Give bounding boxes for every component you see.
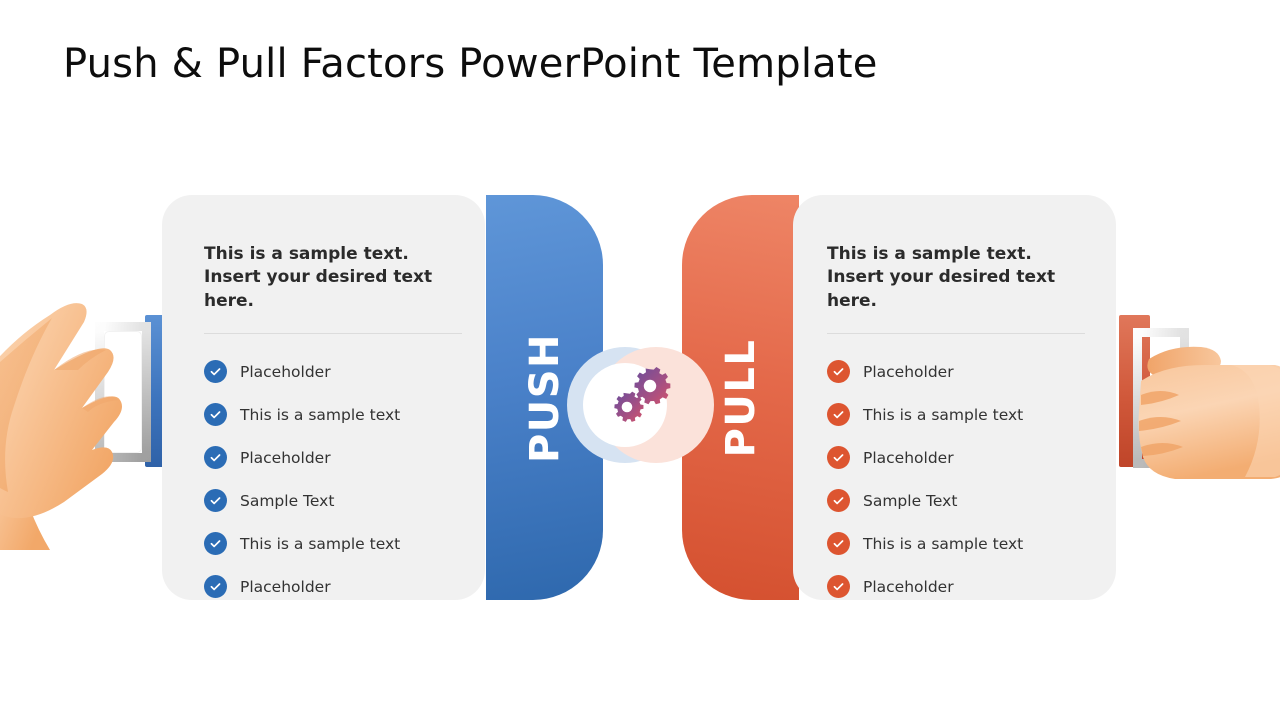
list-item-label: This is a sample text xyxy=(240,534,401,553)
list-item-label: Placeholder xyxy=(863,362,954,381)
pull-label: PULL xyxy=(717,338,764,457)
check-circle-icon xyxy=(827,403,850,427)
push-card-heading: This is a sample text. Insert your desir… xyxy=(204,244,433,311)
open-hand-pushing-icon xyxy=(0,303,122,550)
push-pull-diagram: This is a sample text. Insert your desir… xyxy=(0,150,1280,630)
list-item[interactable]: Placeholder xyxy=(204,350,445,393)
push-card: This is a sample text. Insert your desir… xyxy=(162,195,485,600)
list-item-label: Sample Text xyxy=(240,491,335,510)
list-item[interactable]: Placeholder xyxy=(827,565,1076,608)
list-item[interactable]: This is a sample text xyxy=(827,522,1076,565)
list-item[interactable]: Placeholder xyxy=(204,436,445,479)
check-circle-icon xyxy=(827,532,850,556)
push-bullet-list: Placeholder This is a sample text Placeh… xyxy=(204,350,445,608)
list-item-label: Placeholder xyxy=(863,577,954,596)
list-item[interactable]: Placeholder xyxy=(827,350,1076,393)
list-item-label: This is a sample text xyxy=(240,405,401,424)
push-label: PUSH xyxy=(521,332,568,463)
check-circle-icon xyxy=(204,489,227,513)
list-item-label: Sample Text xyxy=(863,491,958,510)
check-circle-icon xyxy=(204,532,227,556)
list-item[interactable]: This is a sample text xyxy=(827,393,1076,436)
list-item[interactable]: Placeholder xyxy=(204,565,445,608)
gears-icon xyxy=(614,367,671,422)
list-item-label: Placeholder xyxy=(240,362,331,381)
check-circle-icon xyxy=(827,360,850,384)
list-item-label: Placeholder xyxy=(240,448,331,467)
list-item-label: This is a sample text xyxy=(863,405,1024,424)
pull-card-heading: This is a sample text. Insert your desir… xyxy=(827,244,1056,311)
check-circle-icon xyxy=(204,360,227,384)
door-handle-left-icon xyxy=(95,322,151,462)
check-circle-icon xyxy=(204,403,227,427)
list-item[interactable]: Sample Text xyxy=(827,479,1076,522)
check-circle-icon xyxy=(827,575,850,599)
check-circle-icon xyxy=(827,446,850,470)
list-item-label: This is a sample text xyxy=(863,534,1024,553)
check-circle-icon xyxy=(827,489,850,513)
list-item[interactable]: Placeholder xyxy=(827,436,1076,479)
pull-card: This is a sample text. Insert your desir… xyxy=(793,195,1116,600)
list-item[interactable]: This is a sample text xyxy=(204,393,445,436)
check-circle-icon xyxy=(204,446,227,470)
list-item-label: Placeholder xyxy=(863,448,954,467)
check-circle-icon xyxy=(204,575,227,599)
pull-bullet-list: Placeholder This is a sample text Placeh… xyxy=(827,350,1076,608)
list-item-label: Placeholder xyxy=(240,577,331,596)
fist-gripping-handle-icon xyxy=(1138,346,1280,479)
pull-card-divider xyxy=(827,333,1085,335)
list-item[interactable]: This is a sample text xyxy=(204,522,445,565)
push-card-divider xyxy=(204,333,462,335)
list-item[interactable]: Sample Text xyxy=(204,479,445,522)
page-title: Push & Pull Factors PowerPoint Template xyxy=(63,41,878,87)
